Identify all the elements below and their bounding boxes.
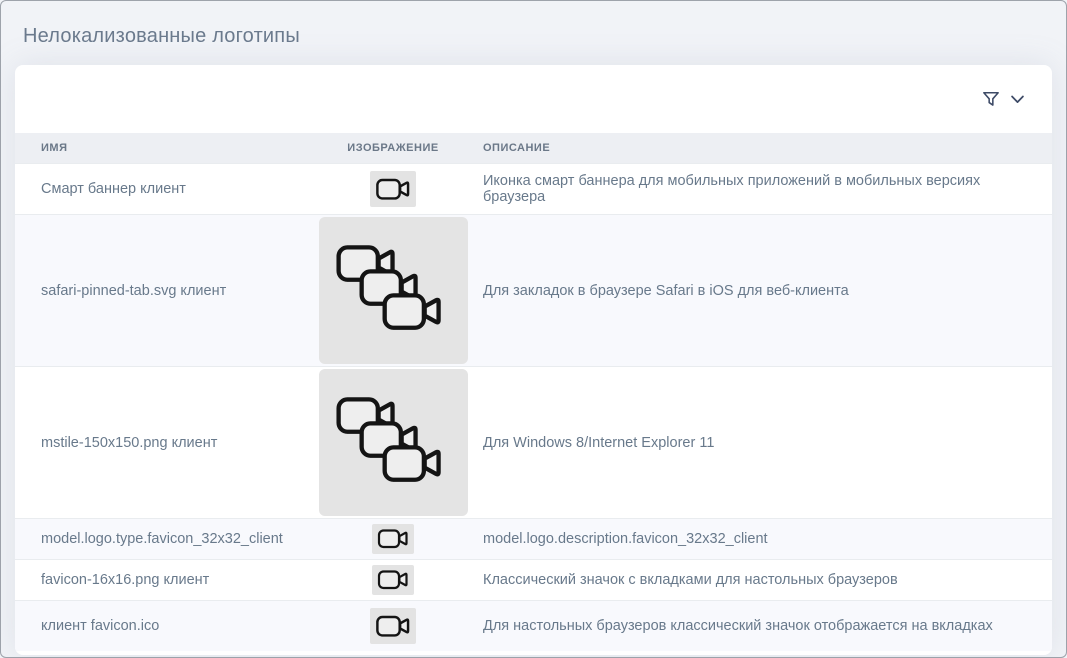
column-header-description: ОПИСАНИЕ	[468, 133, 1052, 164]
filter-button[interactable]	[978, 84, 1026, 114]
column-header-name: ИМЯ	[15, 133, 318, 164]
table-row[interactable]: model.logo.type.favicon_32x32_client mod…	[15, 518, 1052, 560]
funnel-icon	[983, 91, 999, 106]
table-row[interactable]: favicon-16x16.png клиент Классический зн…	[15, 559, 1052, 601]
logo-image-cell	[318, 559, 468, 601]
video-camera-icon	[377, 570, 408, 590]
table-body: Смарт баннер клиент Иконка смарт баннера…	[15, 163, 1052, 651]
video-cameras-stacked-icon	[319, 217, 468, 364]
logo-name: safari-pinned-tab.svg клиент	[15, 214, 318, 367]
logo-description: model.logo.description.favicon_32x32_cli…	[468, 518, 1052, 560]
table-row[interactable]: Смарт баннер клиент Иконка смарт баннера…	[15, 163, 1052, 215]
logos-card: ИМЯ ИЗОБРАЖЕНИЕ ОПИСАНИЕ Смарт баннер кл…	[15, 65, 1052, 655]
logo-image-preview	[318, 369, 468, 516]
logo-name: Смарт баннер клиент	[15, 163, 318, 215]
logo-description: Для настольных браузеров классический зн…	[468, 600, 1052, 651]
logo-description: Классический значок с вкладками для наст…	[468, 559, 1052, 601]
logos-table: ИМЯ ИЗОБРАЖЕНИЕ ОПИСАНИЕ Смарт баннер кл…	[15, 133, 1052, 651]
logo-description: Для Windows 8/Internet Explorer 11	[468, 366, 1052, 519]
table-header: ИМЯ ИЗОБРАЖЕНИЕ ОПИСАНИЕ	[15, 133, 1052, 164]
logo-image-cell	[318, 518, 468, 560]
logo-image-thumbnail	[370, 171, 416, 207]
logo-name: model.logo.type.favicon_32x32_client	[15, 518, 318, 560]
logo-name: mstile-150x150.png клиент	[15, 366, 318, 519]
table-row[interactable]: клиент favicon.ico Для настольных браузе…	[15, 600, 1052, 651]
page-title: Нелокализованные логотипы	[23, 25, 300, 47]
video-camera-icon	[376, 178, 410, 200]
column-header-image: ИЗОБРАЖЕНИЕ	[318, 133, 468, 164]
logo-image-preview	[318, 217, 468, 364]
logo-description: Для закладок в браузере Safari в iOS для…	[468, 214, 1052, 367]
logo-image-cell	[318, 163, 468, 215]
logo-name: favicon-16x16.png клиент	[15, 559, 318, 601]
video-camera-icon	[377, 529, 408, 549]
logo-image-thumbnail	[370, 608, 416, 644]
video-camera-icon	[376, 615, 410, 637]
logo-image-thumbnail	[372, 565, 414, 595]
logo-image-thumbnail	[372, 524, 414, 554]
table-row[interactable]: safari-pinned-tab.svg клиент Для закладо…	[15, 214, 1052, 367]
table-row[interactable]: mstile-150x150.png клиент Для Windows 8/…	[15, 366, 1052, 519]
logo-image-cell	[318, 214, 468, 367]
table-toolbar	[15, 65, 1052, 133]
logo-description: Иконка смарт баннера для мобильных прило…	[468, 163, 1052, 215]
logo-name: клиент favicon.ico	[15, 600, 318, 651]
chevron-down-icon	[1011, 95, 1024, 103]
video-cameras-stacked-icon	[319, 369, 468, 516]
logo-image-cell	[318, 600, 468, 651]
logo-image-cell	[318, 366, 468, 519]
